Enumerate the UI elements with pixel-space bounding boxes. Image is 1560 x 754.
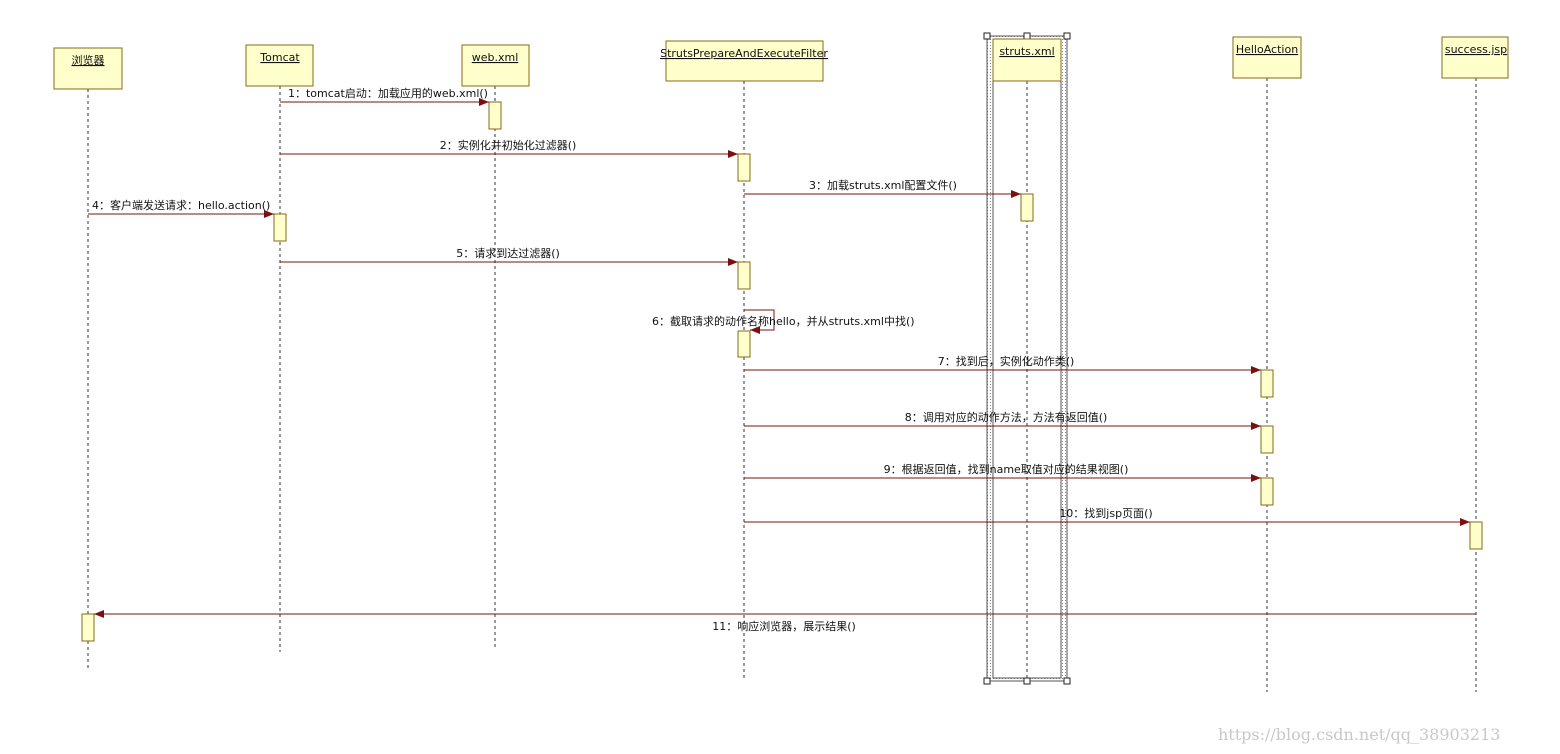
- message-label: 1：tomcat启动：加载应用的web.xml(): [288, 86, 488, 100]
- message-label: 4：客户端发送请求：hello.action(): [92, 198, 270, 212]
- message-label: 6：截取请求的动作名称hello，并从struts.xml中找(): [652, 314, 915, 328]
- activation-bar: [488, 101, 502, 130]
- message-label: 2：实例化并初始化过滤器(): [440, 138, 577, 152]
- selection-handle: [1063, 32, 1071, 40]
- selection-handle: [1023, 32, 1031, 40]
- selection-handle: [983, 32, 991, 40]
- activation-bar: [737, 261, 751, 290]
- selection-handle: [983, 677, 991, 685]
- activation-bar: [1020, 193, 1034, 222]
- activation-bar: [1260, 477, 1274, 506]
- lifeline-box-browser: [53, 47, 123, 90]
- selection-handle: [1063, 677, 1071, 685]
- message-label: 7：找到后，实例化动作类(): [938, 354, 1075, 368]
- message-label: 11：响应浏览器，展示结果(): [712, 619, 856, 633]
- lifeline-box-action: [1232, 36, 1302, 79]
- lifeline-label-success: success.jsp: [1445, 43, 1507, 56]
- activation-bar: [1260, 425, 1274, 454]
- activation-bar: [1469, 521, 1483, 550]
- lifeline-label-filter: StrutsPrepareAndExecuteFilter: [660, 47, 828, 60]
- activation-bar: [737, 153, 751, 182]
- watermark-text: https://blog.csdn.net/qq_38903213: [1218, 725, 1500, 744]
- lifeline-label-strutsxml: struts.xml: [999, 45, 1054, 58]
- activation-bar: [1260, 369, 1274, 398]
- message-label: 8：调用对应的动作方法，方法有返回值(): [905, 410, 1108, 424]
- activation-bar: [81, 613, 95, 642]
- lifeline-label-action: HelloAction: [1236, 43, 1298, 56]
- lifeline-box-success: [1441, 36, 1509, 79]
- message-label: 5：请求到达过滤器(): [456, 247, 560, 260]
- activation-bar: [737, 330, 751, 358]
- lifeline-box-tomcat: [245, 44, 314, 87]
- lifeline-box-webxml: [461, 44, 530, 87]
- selection-handle: [1023, 677, 1031, 685]
- lifeline-box-filter: [665, 40, 824, 82]
- message-label: 10：找到jsp页面(): [1059, 506, 1152, 520]
- self-message-arrow: [744, 309, 775, 334]
- lifeline-label-browser: 浏览器: [72, 53, 105, 67]
- lifeline-box-strutsxml: [992, 38, 1062, 82]
- lifeline-label-webxml: web.xml: [472, 51, 519, 64]
- message-label: 9：根据返回值，找到name取值对应的结果视图(): [884, 462, 1129, 476]
- lifeline-label-tomcat: Tomcat: [259, 51, 300, 64]
- activation-bar: [273, 213, 287, 242]
- message-label: 3：加载struts.xml配置文件(): [809, 178, 957, 192]
